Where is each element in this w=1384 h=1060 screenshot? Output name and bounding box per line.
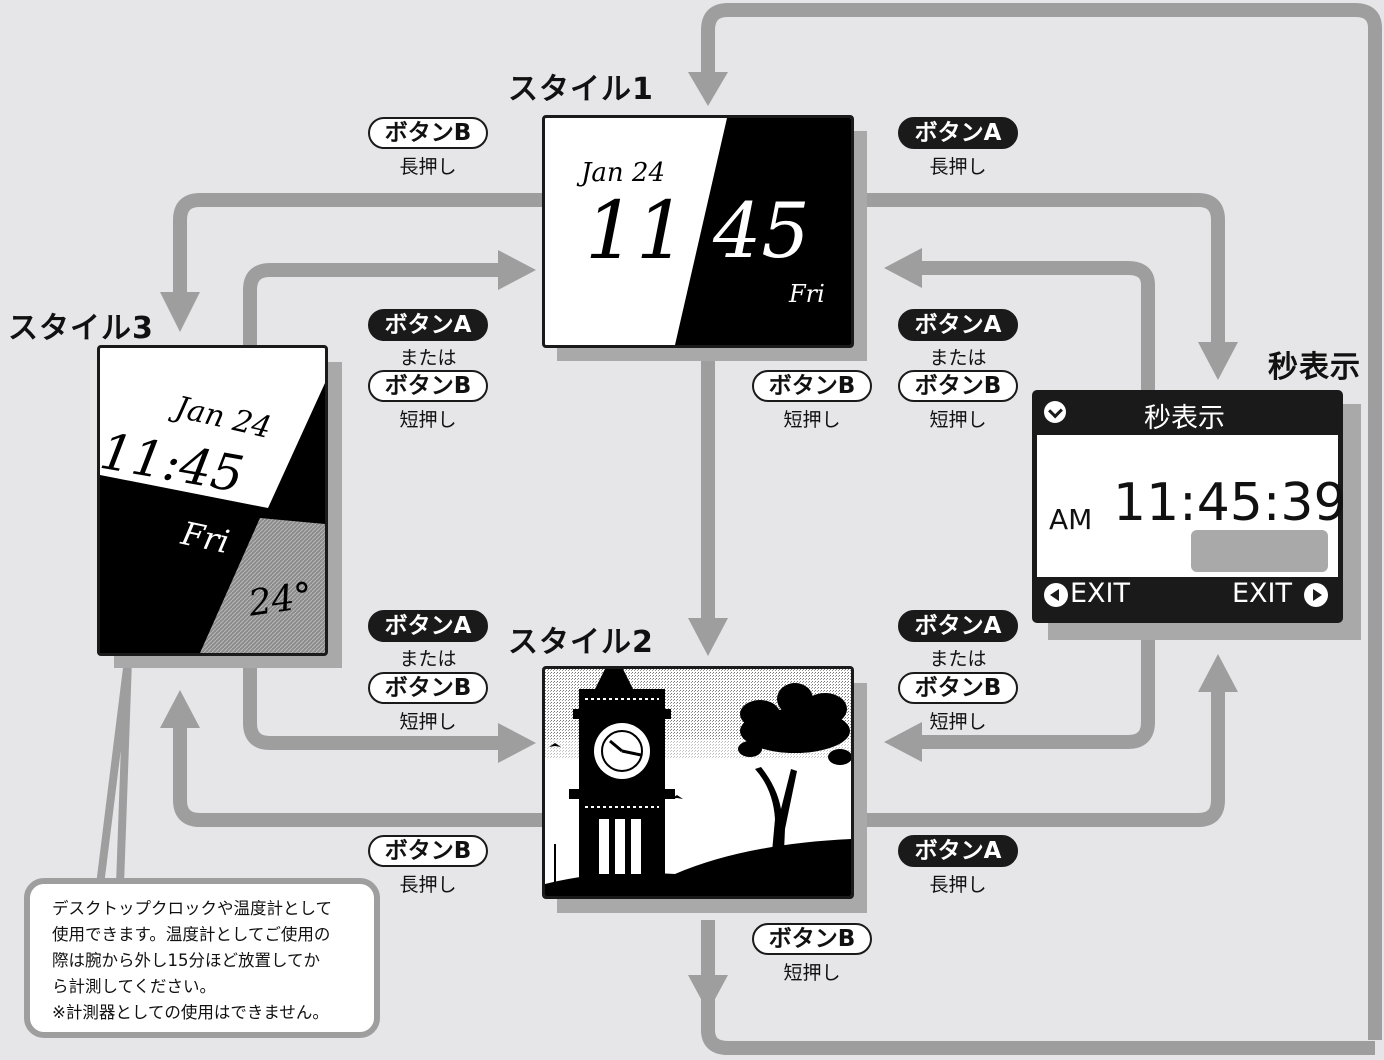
long-press-caption: 長押し (929, 156, 987, 178)
short-press-caption: 短押し (399, 711, 457, 733)
seconds-gray-box (1191, 530, 1328, 572)
style2-scene (545, 669, 851, 896)
button-b-badge: ボタンB (368, 117, 488, 149)
style1-minute: 45 (713, 186, 810, 275)
right-arrow-icon (1304, 583, 1328, 607)
exit-right-label: EXIT (1232, 578, 1293, 609)
short-press-caption: 短押し (399, 409, 457, 431)
left-arrow-icon (1044, 583, 1068, 607)
style1-day: Fri (789, 280, 825, 308)
note-line: 際は腕から外し15分ほど放置してか (52, 951, 321, 970)
button-b-badge: ボタンB (898, 370, 1018, 402)
or-caption: または (929, 648, 987, 670)
or-caption: または (399, 347, 457, 369)
seconds-screen[interactable]: 秒表示 AM 11:45:39 EXIT EXIT (1032, 390, 1347, 623)
button-b-badge: ボタンB (752, 923, 872, 955)
style1-hour: 11 (585, 184, 687, 277)
clock-icon (1044, 401, 1066, 423)
button-b-badge: ボタンB (752, 370, 872, 402)
short-press-caption: 短押し (929, 409, 987, 431)
short-press-caption: 短押し (783, 962, 841, 984)
short-press-caption: 短押し (783, 409, 841, 431)
tree-icon (738, 683, 851, 874)
button-a-badge: ボタンA (898, 835, 1018, 867)
exit-right-button[interactable]: EXIT (1232, 578, 1336, 616)
button-b-badge: ボタンB (368, 370, 488, 402)
style3-temp: 24° (246, 575, 315, 625)
button-b-badge: ボタンB (898, 672, 1018, 704)
seconds-title: 秒表示 (1268, 350, 1361, 385)
short-press-caption: 短押し (929, 711, 987, 733)
style1-screen[interactable]: Jan 24 11 45 Fri (542, 115, 854, 348)
style2-screen[interactable] (542, 666, 854, 899)
button-a-badge: ボタンA (898, 610, 1018, 642)
note-line: 使用できます。温度計としてご使用の (52, 925, 331, 944)
clock-tower-icon (569, 669, 675, 896)
ampm-label: AM (1049, 503, 1093, 536)
style3-title: スタイル3 (8, 311, 154, 346)
button-b-badge: ボタンB (368, 835, 488, 867)
or-caption: または (929, 347, 987, 369)
note-line: ※計測器としての使用はできません。 (52, 1003, 329, 1022)
button-b-badge: ボタンB (368, 672, 488, 704)
note-line: ら計測してください。 (52, 977, 217, 996)
style3-panels (100, 348, 325, 653)
long-press-caption: 長押し (929, 874, 987, 896)
style3-screen[interactable]: Jan 24 11:45 Fri 24° (97, 345, 328, 656)
or-caption: または (399, 648, 457, 670)
seconds-time: 11:45:39 (1113, 473, 1347, 533)
note-line: デスクトップクロックや温度計として (52, 899, 333, 918)
button-a-badge: ボタンA (368, 309, 488, 341)
style1-title: スタイル1 (508, 72, 654, 107)
style2-title: スタイル2 (508, 625, 654, 660)
exit-left-label: EXIT (1070, 578, 1131, 609)
seconds-display: AM 11:45:39 (1037, 435, 1347, 577)
seconds-header: 秒表示 (1144, 403, 1225, 434)
long-press-caption: 長押し (399, 156, 457, 178)
button-a-badge: ボタンA (368, 610, 488, 642)
style1-date: Jan 24 (581, 158, 666, 188)
long-press-caption: 長押し (399, 874, 457, 896)
style1-black-wedge (675, 118, 851, 345)
note-callout: デスクトップクロックや温度計として 使用できます。温度計としてご使用の 際は腕か… (24, 878, 380, 1038)
button-a-badge: ボタンA (898, 117, 1018, 149)
button-a-badge: ボタンA (898, 309, 1018, 341)
